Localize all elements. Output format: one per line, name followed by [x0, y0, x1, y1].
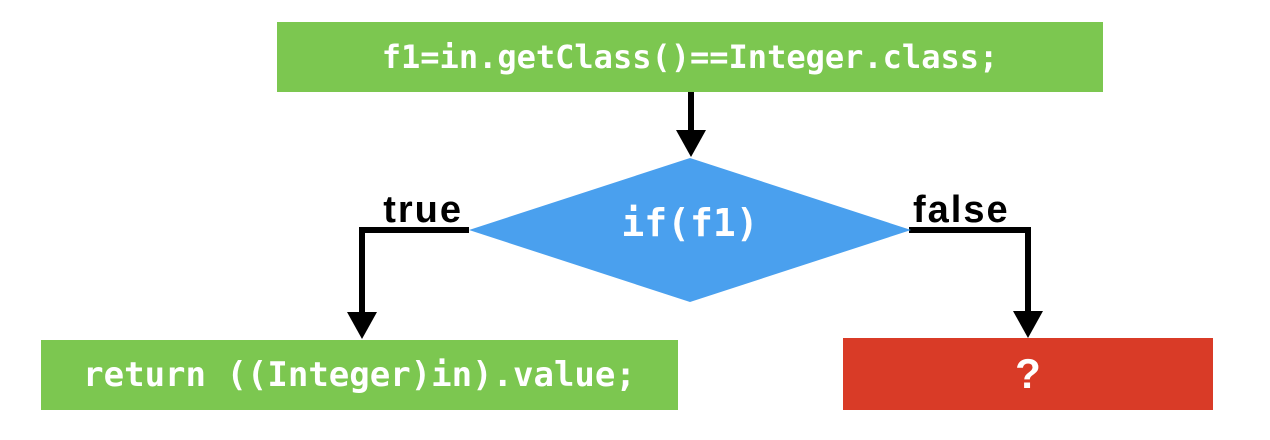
node-assign-code: f1=in.getClass()==Integer.class; [381, 38, 999, 76]
node-return-code: return ((Integer)in).value; [83, 355, 636, 395]
arrowhead-decision-icon [676, 130, 706, 157]
node-unknown-code: ? [1015, 350, 1041, 397]
node-return: return ((Integer)in).value; [41, 340, 678, 410]
arrowhead-false-icon [1013, 311, 1043, 338]
decision-diamond-shape [469, 158, 911, 302]
true-branch-label: true [383, 189, 463, 231]
false-branch-label: false [913, 189, 1010, 231]
node-decision-code: if(f1) [621, 201, 759, 245]
node-unknown: ? [843, 338, 1213, 410]
node-assign: f1=in.getClass()==Integer.class; [277, 22, 1103, 92]
arrowhead-true-icon [347, 312, 377, 339]
